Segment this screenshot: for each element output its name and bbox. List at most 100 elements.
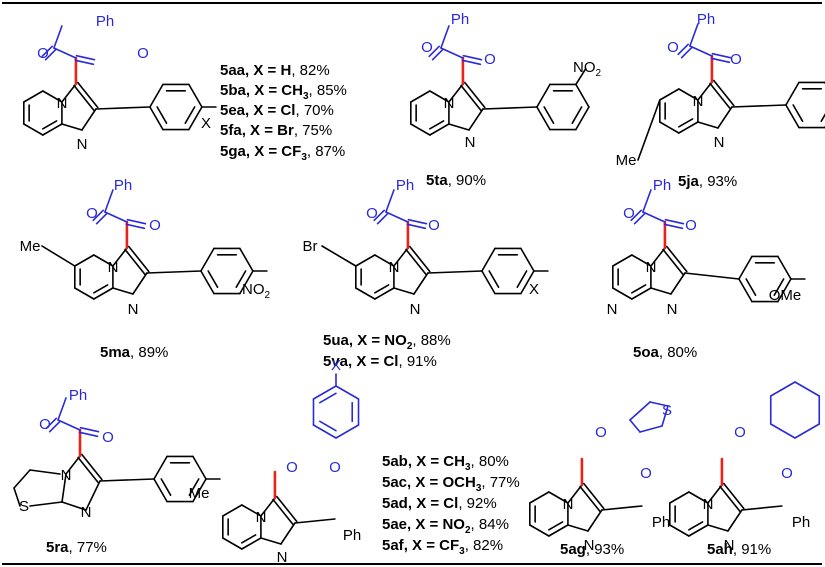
- bond: [631, 254, 652, 267]
- bond: [318, 420, 337, 432]
- label-5oa: 5oa, 80%: [633, 344, 697, 361]
- bond: [440, 25, 450, 49]
- label-5ua: 5ua, X = NO2, 88%: [323, 332, 451, 352]
- bond: [78, 431, 99, 438]
- bond: [275, 495, 298, 523]
- bond: [688, 521, 704, 531]
- bond: [405, 248, 427, 276]
- bond: [104, 189, 114, 213]
- bond: [712, 79, 735, 107]
- bond: [74, 287, 95, 300]
- bond: [669, 491, 690, 504]
- bond: [280, 522, 296, 545]
- bond: [520, 270, 535, 295]
- bond: [548, 521, 564, 531]
- atom-no2: NO2: [242, 281, 271, 301]
- bond: [612, 254, 633, 267]
- structure-5ab: X O O N N Ph 5ab, X = CH3, 80% 5ac, X = …: [256, 357, 520, 566]
- bond: [44, 48, 57, 61]
- bond: [74, 254, 95, 267]
- bond: [393, 247, 409, 267]
- bond: [29, 469, 61, 475]
- bond: [156, 106, 168, 125]
- bond: [488, 270, 500, 289]
- atom-n: N: [81, 504, 92, 521]
- bond: [23, 123, 44, 136]
- bond: [61, 83, 77, 103]
- bond: [738, 255, 753, 280]
- bond: [13, 487, 21, 507]
- bond: [95, 212, 108, 225]
- atom-ome: OMe: [769, 287, 802, 304]
- yield-list-5aa: 5aa, X = H, 82% 5ba, X = CH3, 85% 5ea, X…: [220, 62, 347, 163]
- atom-o: O: [39, 416, 51, 433]
- bond: [239, 247, 254, 272]
- bond: [374, 287, 395, 300]
- atom-n: N: [667, 301, 678, 318]
- bond: [76, 81, 99, 109]
- bond: [272, 498, 294, 526]
- label-5ja: 5ja, 93%: [678, 173, 737, 190]
- bond: [373, 209, 386, 222]
- label-5ma: 5ma, 89%: [100, 344, 168, 361]
- atom-o: O: [102, 429, 114, 446]
- bond: [192, 455, 207, 480]
- bond: [124, 248, 146, 276]
- bond: [81, 108, 97, 131]
- bond: [677, 43, 690, 56]
- bond: [650, 287, 672, 295]
- bond: [709, 82, 731, 110]
- bond: [153, 455, 168, 480]
- atom-no2: NO2: [573, 59, 602, 79]
- bond: [61, 473, 67, 503]
- bond: [429, 120, 445, 130]
- bond: [127, 245, 150, 273]
- bond: [407, 218, 428, 225]
- label-5ac: 5ac, X = OCH3, 77%: [382, 474, 520, 494]
- atom-o: O: [595, 424, 607, 441]
- atom-ph: Ph: [396, 177, 414, 194]
- atom-o: O: [640, 465, 652, 482]
- bond: [48, 420, 61, 433]
- bond: [188, 83, 203, 108]
- bond: [722, 482, 745, 510]
- bond: [680, 46, 693, 59]
- bond: [77, 456, 99, 484]
- atom-n: N: [108, 259, 119, 276]
- structure-5aa: Ph O O N N X: [37, 13, 211, 153]
- bond: [222, 504, 243, 517]
- bond: [153, 478, 168, 503]
- bond: [773, 278, 785, 297]
- bond: [745, 278, 757, 297]
- atom-ph: Ph: [343, 527, 361, 544]
- bond: [612, 287, 633, 300]
- bond: [355, 254, 376, 267]
- bond: [104, 211, 128, 223]
- bond: [65, 455, 81, 475]
- bond: [188, 478, 200, 497]
- bond: [53, 25, 63, 49]
- bond: [741, 505, 783, 511]
- bond: [548, 524, 569, 537]
- atom-n: N: [724, 537, 735, 554]
- bond: [74, 59, 95, 66]
- bond: [184, 106, 196, 125]
- label-5af: 5af, X = CF3, 82%: [382, 537, 503, 557]
- bond: [410, 90, 431, 103]
- bond: [29, 501, 63, 507]
- bond: [188, 106, 203, 131]
- atom-o: O: [86, 205, 98, 222]
- bond: [146, 270, 202, 274]
- bond: [149, 106, 164, 131]
- label-5ah: 5ah, 91%: [707, 541, 771, 558]
- bond: [239, 270, 254, 295]
- bond: [41, 45, 54, 58]
- atom-me: Me: [616, 152, 637, 169]
- bond: [543, 106, 555, 125]
- atom-o: O: [137, 45, 149, 62]
- bond: [45, 417, 58, 430]
- bond: [536, 83, 551, 108]
- bond: [385, 211, 409, 223]
- bond: [707, 484, 723, 504]
- atom-ph: Ph: [792, 514, 810, 531]
